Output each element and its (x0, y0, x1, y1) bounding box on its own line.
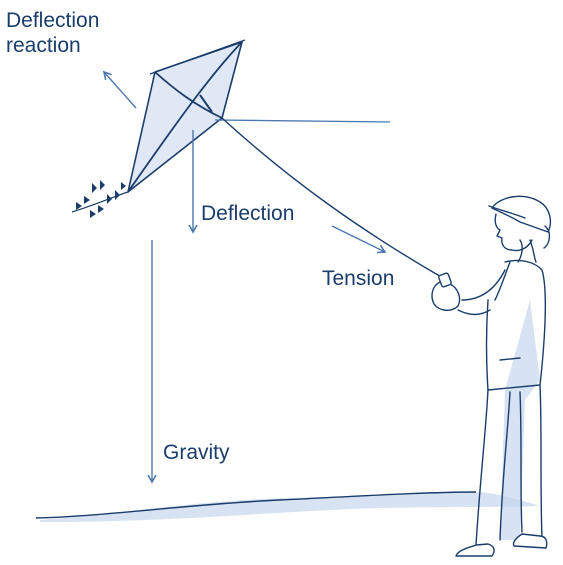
tension-label: Tension (322, 268, 394, 290)
kite-tail (72, 180, 128, 218)
deflection-label: Deflection (201, 203, 294, 225)
kite-string (222, 118, 443, 278)
deflection-reaction-label-line1: Deflection (6, 10, 99, 32)
deflection-reaction-arrow (104, 72, 136, 108)
ground (36, 492, 540, 522)
horizontal-reference-line (215, 120, 390, 122)
deflection-reaction-label-line2: reaction (6, 35, 81, 57)
kite (128, 40, 245, 192)
gravity-label: Gravity (163, 442, 230, 464)
tension-arrow (332, 226, 385, 252)
